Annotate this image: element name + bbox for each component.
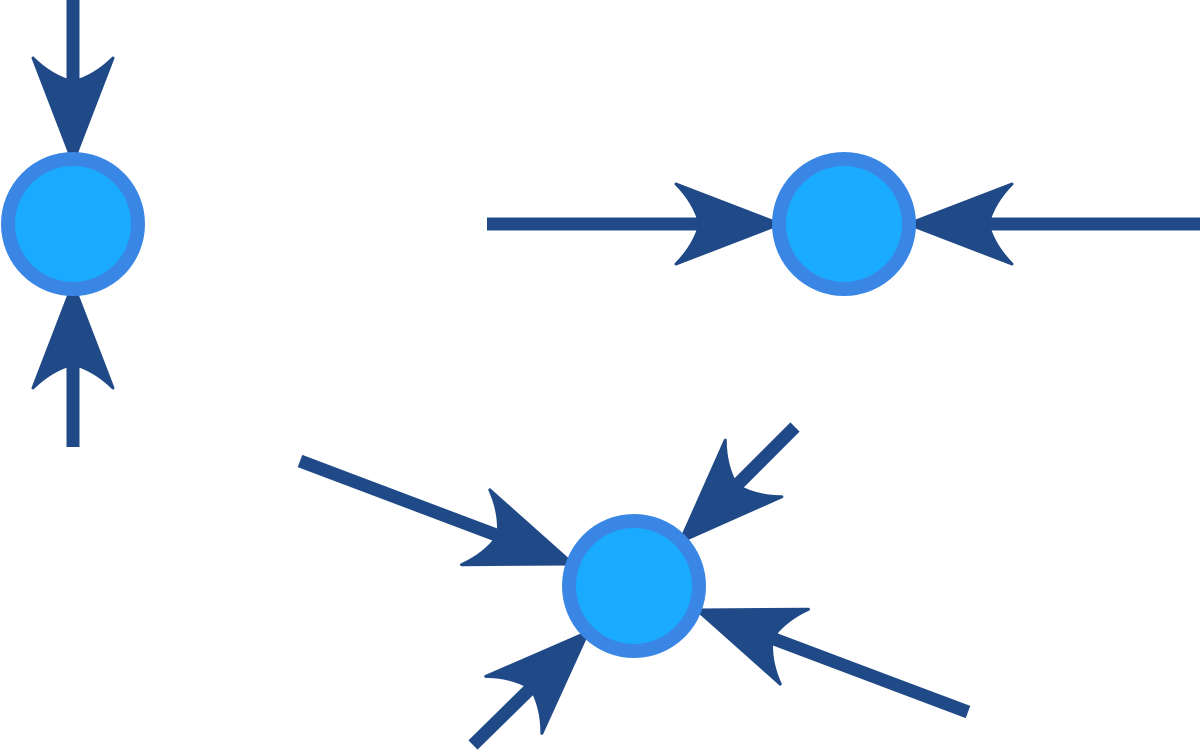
arrowhead-icon [674, 182, 782, 266]
arrow-from-lower-right [695, 607, 971, 719]
arrowhead-icon [31, 56, 115, 164]
arrow-from-upper-left [297, 454, 575, 567]
arrow-from-upper-right [678, 422, 800, 544]
node-horizontal [772, 152, 916, 296]
node-vertical [1, 152, 145, 296]
arrows-layer [31, 0, 1200, 750]
arrowhead-icon [906, 182, 1014, 266]
arrowhead-icon [31, 282, 115, 390]
arrow-from-bottom [31, 282, 115, 447]
arrow-from-right [906, 182, 1200, 266]
nodes-layer [1, 152, 916, 658]
arrowhead-icon [484, 630, 590, 735]
arrow-from-top [31, 0, 115, 164]
node-four-way [562, 514, 706, 658]
arrowhead-icon [695, 607, 810, 686]
arrow-shaft [297, 454, 510, 546]
arrow-shaft [760, 628, 971, 719]
arrowhead-icon [678, 438, 784, 544]
arrowhead-icon [460, 488, 575, 567]
arrow-from-lower-left [468, 630, 590, 750]
arrow-shaft [724, 422, 800, 498]
arrow-shaft [468, 676, 543, 750]
arrow-from-left [487, 182, 782, 266]
